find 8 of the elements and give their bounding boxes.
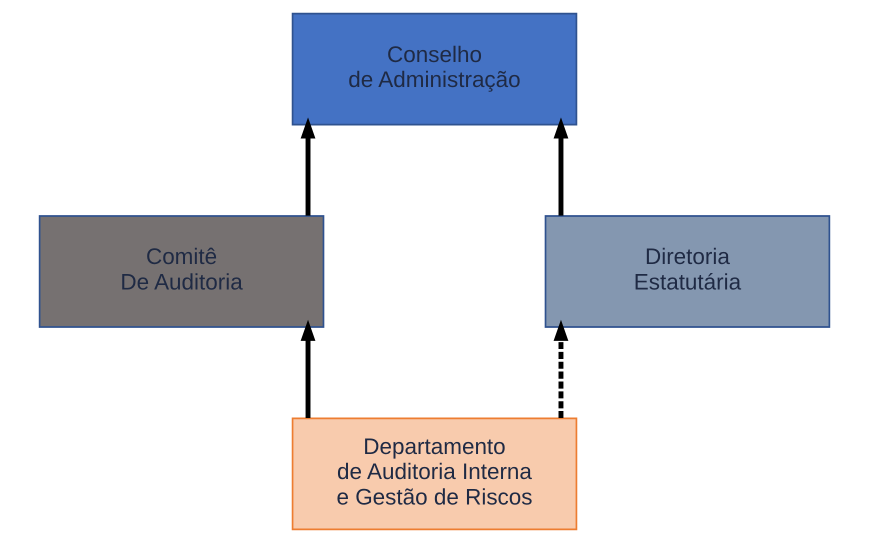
arrow	[300, 117, 316, 216]
node-box: Conselho de Administração	[292, 12, 578, 126]
node-box: Comitê De Auditoria	[38, 215, 324, 328]
arrow	[300, 320, 316, 418]
node-box: Departamento de Auditoria Interna e Gestão de Riscos	[292, 418, 578, 530]
arrow	[554, 320, 568, 418]
node-box: Diretoria Estatutária	[544, 215, 830, 328]
arrow	[554, 117, 568, 216]
